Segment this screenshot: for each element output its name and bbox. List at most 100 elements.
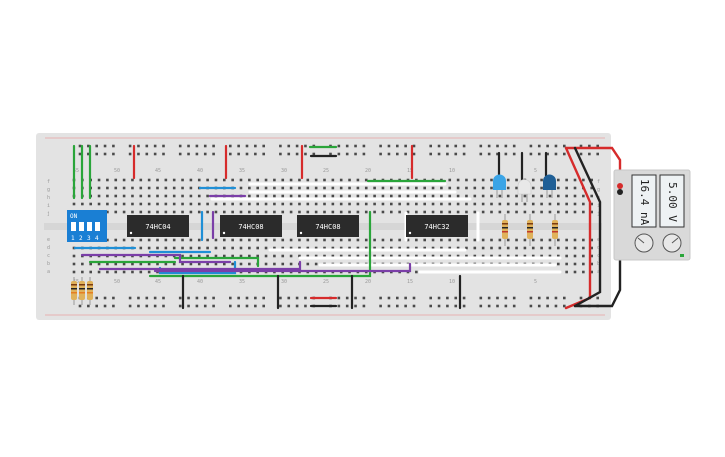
breadboard-hole[interactable] xyxy=(203,152,207,156)
breadboard-hole[interactable] xyxy=(431,254,435,258)
breadboard-hole[interactable] xyxy=(97,202,101,206)
breadboard-hole[interactable] xyxy=(537,152,541,156)
breadboard-hole[interactable] xyxy=(396,296,399,300)
breadboard-hole[interactable] xyxy=(481,210,485,214)
breadboard-hole[interactable] xyxy=(147,262,151,266)
wire-power-black[interactable] xyxy=(573,146,602,308)
breadboard-hole[interactable] xyxy=(348,246,351,250)
breadboard-hole[interactable] xyxy=(546,304,549,308)
breadboard-hole[interactable] xyxy=(323,246,326,250)
dip-toggle-3[interactable] xyxy=(87,222,92,231)
breadboard-hole[interactable] xyxy=(431,246,435,250)
breadboard-hole[interactable] xyxy=(565,254,568,258)
breadboard-hole[interactable] xyxy=(164,262,168,266)
breadboard-hole[interactable] xyxy=(164,194,168,198)
breadboard-hole[interactable] xyxy=(498,202,502,206)
breadboard-hole[interactable] xyxy=(131,202,134,206)
breadboard-hole[interactable] xyxy=(554,296,558,300)
led-dark-blue[interactable] xyxy=(543,174,556,198)
breadboard-hole[interactable] xyxy=(490,238,493,242)
breadboard-hole[interactable] xyxy=(529,296,533,300)
breadboard-hole[interactable] xyxy=(364,210,368,214)
breadboard-hole[interactable] xyxy=(264,246,268,250)
breadboard-hole[interactable] xyxy=(239,210,243,214)
breadboard-hole[interactable] xyxy=(254,296,257,300)
breadboard-hole[interactable] xyxy=(437,296,441,300)
breadboard-hole[interactable] xyxy=(506,254,510,258)
breadboard-hole[interactable] xyxy=(563,144,566,148)
breadboard-hole[interactable] xyxy=(339,246,343,250)
breadboard-hole[interactable] xyxy=(465,194,468,198)
breadboard-hole[interactable] xyxy=(287,144,291,148)
breadboard-hole[interactable] xyxy=(573,262,577,266)
breadboard-hole[interactable] xyxy=(590,186,593,190)
breadboard-hole[interactable] xyxy=(106,178,109,182)
breadboard-hole[interactable] xyxy=(390,238,393,242)
breadboard-hole[interactable] xyxy=(314,202,318,206)
breadboard-hole[interactable] xyxy=(537,144,541,148)
breadboard-hole[interactable] xyxy=(197,194,201,198)
breadboard-hole[interactable] xyxy=(404,304,407,308)
dip-toggle-2[interactable] xyxy=(79,222,84,231)
breadboard-hole[interactable] xyxy=(423,238,426,242)
breadboard-hole[interactable] xyxy=(181,186,184,190)
breadboard-hole[interactable] xyxy=(131,186,134,190)
breadboard-hole[interactable] xyxy=(181,238,184,242)
breadboard-hole[interactable] xyxy=(396,304,399,308)
breadboard-hole[interactable] xyxy=(531,194,535,198)
breadboard-hole[interactable] xyxy=(256,246,259,250)
dip-toggle-1[interactable] xyxy=(71,222,76,231)
breadboard-hole[interactable] xyxy=(248,254,251,258)
breadboard-hole[interactable] xyxy=(287,304,291,308)
breadboard-hole[interactable] xyxy=(223,202,226,206)
breadboard-hole[interactable] xyxy=(529,144,533,148)
breadboard-hole[interactable] xyxy=(281,194,285,198)
breadboard-hole[interactable] xyxy=(431,194,435,198)
breadboard-hole[interactable] xyxy=(590,238,593,242)
breadboard-hole[interactable] xyxy=(256,186,259,190)
breadboard-hole[interactable] xyxy=(398,186,401,190)
breadboard-hole[interactable] xyxy=(573,186,577,190)
breadboard-hole[interactable] xyxy=(254,304,257,308)
breadboard-hole[interactable] xyxy=(348,178,351,182)
breadboard-hole[interactable] xyxy=(440,202,443,206)
breadboard-hole[interactable] xyxy=(331,186,335,190)
breadboard-hole[interactable] xyxy=(504,304,508,308)
breadboard-hole[interactable] xyxy=(181,254,184,258)
breadboard-hole[interactable] xyxy=(487,152,491,156)
breadboard-hole[interactable] xyxy=(446,304,449,308)
breadboard-hole[interactable] xyxy=(339,254,343,258)
breadboard-hole[interactable] xyxy=(164,178,168,182)
breadboard-hole[interactable] xyxy=(345,296,349,300)
breadboard-hole[interactable] xyxy=(448,254,452,258)
breadboard-hole[interactable] xyxy=(381,202,385,206)
breadboard-hole[interactable] xyxy=(239,238,243,242)
breadboard-hole[interactable] xyxy=(214,210,218,214)
breadboard-hole[interactable] xyxy=(573,254,577,258)
breadboard-hole[interactable] xyxy=(423,186,426,190)
breadboard-hole[interactable] xyxy=(323,186,326,190)
breadboard-hole[interactable] xyxy=(145,152,149,156)
breadboard-hole[interactable] xyxy=(398,246,401,250)
breadboard-hole[interactable] xyxy=(515,202,518,206)
breadboard-hole[interactable] xyxy=(440,194,443,198)
breadboard-hole[interactable] xyxy=(364,178,368,182)
breadboard-hole[interactable] xyxy=(473,178,477,182)
breadboard-hole[interactable] xyxy=(273,186,276,190)
breadboard-hole[interactable] xyxy=(164,238,168,242)
breadboard-hole[interactable] xyxy=(122,202,126,206)
breadboard-hole[interactable] xyxy=(323,254,326,258)
breadboard-hole[interactable] xyxy=(248,178,251,182)
breadboard-hole[interactable] xyxy=(139,262,143,266)
breadboard-hole[interactable] xyxy=(264,194,268,198)
breadboard-hole[interactable] xyxy=(548,246,552,250)
breadboard-hole[interactable] xyxy=(565,186,568,190)
breadboard-hole[interactable] xyxy=(573,210,577,214)
breadboard-hole[interactable] xyxy=(314,246,318,250)
breadboard-hole[interactable] xyxy=(431,238,435,242)
breadboard-hole[interactable] xyxy=(339,238,343,242)
breadboard-hole[interactable] xyxy=(245,296,249,300)
breadboard-hole[interactable] xyxy=(373,246,376,250)
breadboard-hole[interactable] xyxy=(137,296,140,300)
breadboard-hole[interactable] xyxy=(289,262,293,266)
